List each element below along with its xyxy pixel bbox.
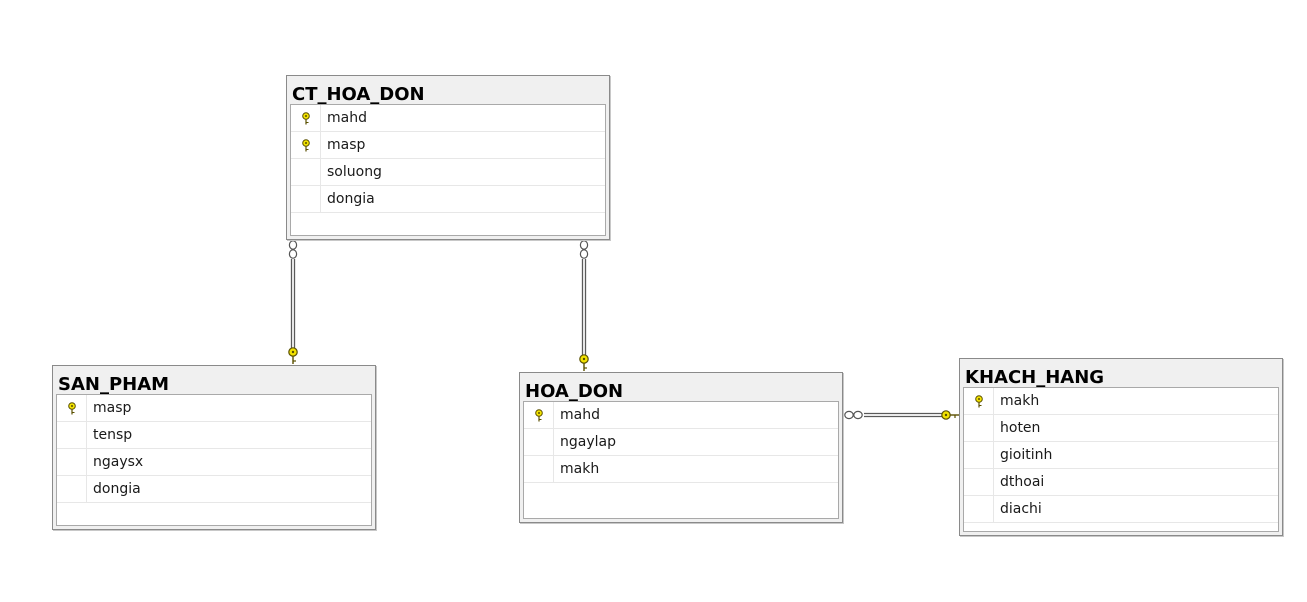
column-row[interactable]: mahd	[291, 105, 605, 132]
column-row[interactable]: makh	[964, 388, 1278, 415]
primary-key-icon	[301, 111, 311, 125]
column-list: mahd masp soluong dongia	[290, 104, 606, 236]
infinity-icon	[844, 410, 863, 420]
key-cell	[57, 449, 87, 475]
key-icon	[288, 347, 298, 364]
primary-key-icon	[301, 138, 311, 152]
column-row[interactable]: dongia	[57, 476, 371, 503]
key-cell	[964, 496, 994, 522]
infinity-icon	[579, 240, 589, 259]
column-list: masp tensp ngaysx dongia	[56, 394, 372, 526]
column-name: ngaylap	[560, 434, 616, 450]
table-title: HOA_DON	[525, 381, 624, 401]
key-cell	[964, 442, 994, 468]
key-cell	[524, 456, 554, 482]
table-title: SAN_PHAM	[58, 374, 170, 394]
primary-key-icon	[67, 401, 77, 415]
table-hoa-don[interactable]: HOA_DON mahd ngaylap makh	[519, 372, 843, 523]
key-cell	[964, 469, 994, 495]
column-row[interactable]: hoten	[964, 415, 1278, 442]
table-san-pham[interactable]: SAN_PHAM masp tensp ngaysx dongia	[52, 365, 376, 530]
column-name: masp	[93, 400, 132, 416]
key-cell	[524, 429, 554, 455]
key-cell	[524, 402, 554, 428]
column-name: makh	[1000, 393, 1040, 409]
table-khach-hang[interactable]: KHACH_HANG makh hoten gioitinh dth	[959, 358, 1283, 536]
column-name: hoten	[1000, 420, 1041, 436]
key-cell	[291, 105, 321, 131]
column-row[interactable]: ngaysx	[57, 449, 371, 476]
column-name: dthoai	[1000, 474, 1045, 490]
key-cell	[57, 476, 87, 502]
table-title: KHACH_HANG	[965, 367, 1105, 387]
column-name: tensp	[93, 427, 133, 443]
relationship-hoadon-khachhang[interactable]	[844, 410, 959, 420]
column-name: gioitinh	[1000, 447, 1053, 463]
column-list: mahd ngaylap makh	[523, 401, 839, 519]
column-row[interactable]: dongia	[291, 186, 605, 213]
key-cell	[964, 388, 994, 414]
column-name: soluong	[327, 164, 382, 180]
key-cell	[291, 132, 321, 158]
column-row[interactable]: diachi	[964, 496, 1278, 523]
primary-key-icon	[974, 394, 984, 408]
key-cell	[964, 415, 994, 441]
column-row[interactable]: soluong	[291, 159, 605, 186]
column-name: masp	[327, 137, 366, 153]
table-ct-hoa-don[interactable]: CT_HOA_DON mahd masp	[286, 75, 610, 240]
key-icon	[941, 410, 959, 420]
table-title: CT_HOA_DON	[292, 84, 425, 104]
column-name: dongia	[327, 191, 375, 207]
column-row[interactable]: masp	[291, 132, 605, 159]
key-cell	[291, 159, 321, 185]
column-name: mahd	[560, 407, 600, 423]
key-cell	[291, 186, 321, 212]
column-row[interactable]: masp	[57, 395, 371, 422]
column-row[interactable]: dthoai	[964, 469, 1278, 496]
column-row[interactable]: mahd	[524, 402, 838, 429]
relationship-cthoadon-sanpham[interactable]	[288, 240, 298, 364]
column-list: makh hoten gioitinh dthoai diachi	[963, 387, 1279, 532]
column-row[interactable]: makh	[524, 456, 838, 483]
column-row[interactable]: ngaylap	[524, 429, 838, 456]
column-row[interactable]: gioitinh	[964, 442, 1278, 469]
column-row[interactable]: tensp	[57, 422, 371, 449]
key-icon	[579, 354, 589, 371]
infinity-icon	[288, 240, 298, 259]
column-name: mahd	[327, 110, 367, 126]
column-name: diachi	[1000, 501, 1042, 517]
key-cell	[57, 422, 87, 448]
relationship-cthoadon-hoadon[interactable]	[579, 240, 589, 371]
column-name: dongia	[93, 481, 141, 497]
key-cell	[57, 395, 87, 421]
column-name: ngaysx	[93, 454, 144, 470]
primary-key-icon	[534, 408, 544, 422]
column-name: makh	[560, 461, 600, 477]
